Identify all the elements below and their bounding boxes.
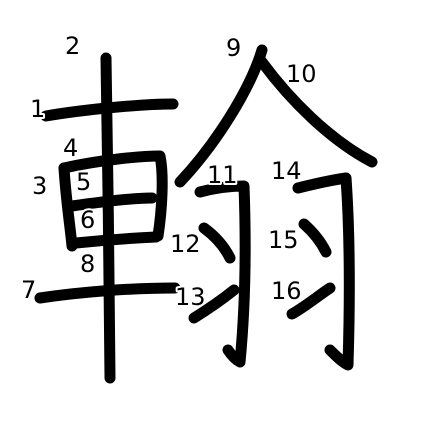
stroke-4	[58, 150, 168, 242]
stroke-number-labels: 1 2 3 4 5 6 7 8 9 10 11 12 13 14 15 16	[19, 30, 319, 313]
stroke-number-9: 9	[226, 34, 241, 62]
stroke-number-16: 16	[271, 277, 302, 305]
stroke-number-8: 8	[80, 250, 95, 278]
stroke-5	[66, 192, 158, 212]
stroke-16	[286, 282, 336, 320]
stroke-number-11: 11	[207, 161, 238, 189]
character-strokes	[34, 44, 378, 384]
stroke-6	[70, 231, 162, 249]
stroke-number-10: 10	[286, 60, 317, 88]
stroke-10	[256, 56, 378, 168]
stroke-11	[194, 180, 251, 368]
stroke-15	[298, 218, 332, 258]
stroke-number-12: 12	[170, 230, 201, 258]
stroke-7	[34, 282, 181, 304]
stroke-number-1: 1	[30, 95, 45, 123]
stroke-13	[188, 284, 240, 324]
stroke-number-7: 7	[21, 276, 36, 304]
stroke-2	[100, 52, 116, 384]
stroke-number-14: 14	[271, 157, 302, 185]
stroke-number-13: 13	[175, 283, 206, 311]
stroke-number-4: 4	[63, 134, 78, 162]
stroke-number-3: 3	[32, 172, 47, 200]
stroke-number-5: 5	[76, 168, 91, 196]
stroke-number-6: 6	[80, 206, 95, 234]
stroke-12	[198, 222, 236, 264]
stroke-number-15: 15	[268, 226, 299, 254]
stroke-14	[292, 172, 355, 371]
stroke-number-2: 2	[65, 32, 80, 60]
stroke-9	[174, 44, 268, 188]
